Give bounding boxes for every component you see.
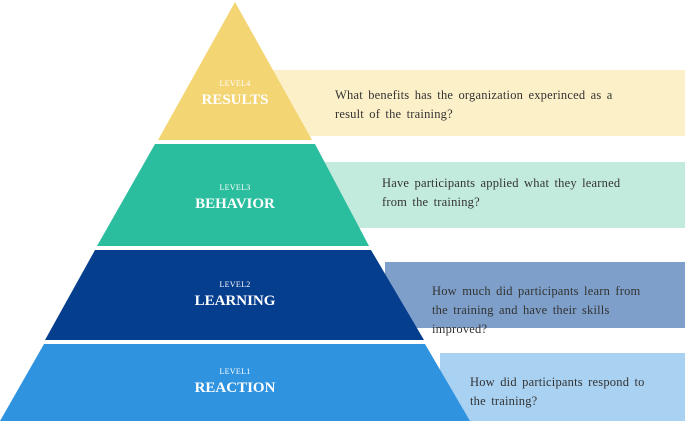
question-text-reaction: How did participants respond to the trai… <box>470 375 645 408</box>
tier-label-behavior: LEVEL3 BEHAVIOR <box>175 183 295 213</box>
level-number: LEVEL3 <box>219 183 251 192</box>
level-number: LEVEL4 <box>219 79 251 88</box>
tier-label-learning: LEVEL2 LEARNING <box>175 280 295 310</box>
level-name: RESULTS <box>201 92 269 108</box>
level-name: BEHAVIOR <box>195 196 275 212</box>
level-name: LEARNING <box>194 293 276 309</box>
tier-label-results: LEVEL4 RESULTS <box>180 79 290 109</box>
level-number: LEVEL1 <box>219 367 251 376</box>
question-text-behavior: Have participants applied what they lear… <box>382 176 621 209</box>
question-text-results: What benefits has the organization exper… <box>335 88 613 121</box>
pyramid-tier-results <box>158 2 312 140</box>
learning-question-band <box>385 262 685 328</box>
tier-label-reaction: LEVEL1 REACTION <box>175 367 295 397</box>
pyramid-tier-learning <box>45 250 424 340</box>
question-text-learning: How much did participants learn from the… <box>432 284 641 336</box>
level-number: LEVEL2 <box>219 280 251 289</box>
pyramid-tier-reaction <box>0 344 470 421</box>
pyramid-tier-behavior <box>97 144 369 246</box>
level-name: REACTION <box>194 380 276 396</box>
results-question-band <box>240 70 685 136</box>
behavior-question-band <box>315 162 685 228</box>
reaction-question-band <box>440 353 685 421</box>
